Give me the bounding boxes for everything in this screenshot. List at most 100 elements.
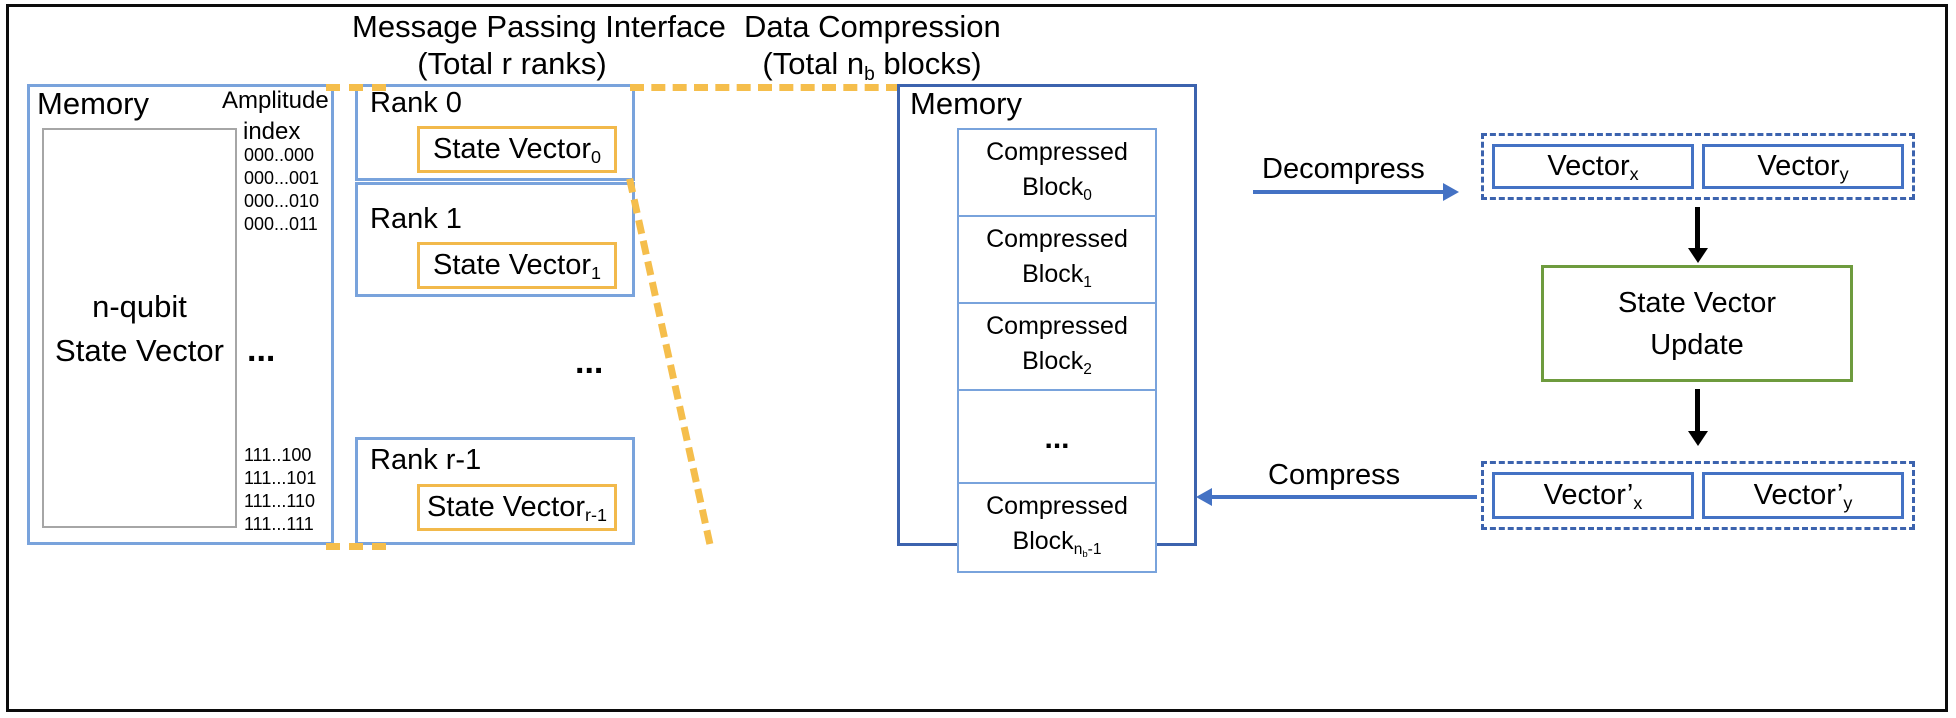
mpi-ranks-ellipsis: ... [575,343,604,381]
decompress-arrow-head [1443,183,1459,201]
compressed-block-label-base: Block [1022,173,1084,201]
state-vector-label-0-base: State Vector [433,133,591,165]
compressed-block-label: Block2 [1022,347,1092,378]
dc-title-post: blocks) [874,46,982,81]
compressed-block-line1: Compressed [986,492,1128,520]
compression-memory-label: Memory [910,86,1022,121]
compressed-block-line1: Compressed [986,225,1128,253]
state-vector-label-1-base: State Vector [433,249,591,281]
orange-dash-top-left [326,84,386,91]
compressed-block-line2: Block2 [959,344,1155,382]
compressed-block-label: Block1 [1022,260,1092,291]
decompress-arrow-line [1253,190,1443,194]
compressed-vector-box-label-0-base: Vector’ [1543,479,1634,511]
dc-title-subscript: b [864,63,875,85]
amplitude-index-item: 111..100 [244,445,312,465]
dc-title-line1: Data Compression [744,9,1001,44]
orange-dash-top-right [630,84,900,91]
amplitude-index-item: 111...111 [244,514,314,534]
decompressed-vector-box-0: Vectorx [1492,144,1694,189]
decompress-label: Decompress [1262,153,1425,185]
left-state-vector-region [42,128,237,528]
state-vector-label-2: State Vectorr-1 [427,491,607,526]
decompressed-vector-box-label-0-base: Vector [1547,150,1630,182]
dc-title-line2: (Total nb blocks) [744,45,1000,87]
state-vector-label-2-base: State Vector [427,491,586,523]
left-memory-ellipsis: ... [247,331,276,369]
n-qubit-state-vector-label: n-qubit State Vector [42,285,237,373]
compressed-vector-box-0: Vector’x [1492,472,1694,519]
compressed-block-base: Block [1012,527,1074,555]
compressed-vector-box-label-1-base: Vector’ [1753,479,1844,511]
compressed-block-ellipsis: ... [957,389,1157,484]
state-vector-update-box: State Vector Update [1541,265,1853,382]
compress-label: Compress [1268,459,1401,491]
compressed-vector-box-label-0: Vector’x [1543,479,1643,514]
left-memory-box [27,84,334,545]
amplitude-index-list-bottom: 111..100 111...101 111...110 111...111 [244,444,316,536]
amplitude-index-item: 000..000 [244,145,315,165]
state-vector-label-1-subscript: 1 [591,263,601,284]
mpi-title-line2: (Total r ranks) [417,46,607,81]
down-arrow-1-head [1688,248,1708,263]
amplitude-index-item: 000...001 [244,168,320,188]
rank-label-r-1: Rank r-1 [370,444,482,476]
update-line1: State Vector [1618,286,1776,319]
state-vector-label-0: State Vector0 [433,133,601,168]
compressed-block-label: Block0 [1022,173,1092,204]
state-vector-label-2-subscript: r-1 [585,505,607,526]
compressed-block-label-base: Block [1022,347,1084,375]
compressed-block-label-subscript: 1 [1083,273,1092,291]
mpi-section-title: Message Passing Interface (Total r ranks… [352,8,726,82]
amplitude-index-item: 111...101 [244,468,317,488]
down-arrow-2-head [1688,431,1708,446]
amplitude-label: Amplitude [222,87,329,114]
compressed-block-label-subscript: 2 [1083,360,1092,378]
amplitude-index-item: 000...010 [244,191,320,211]
down-arrow-1-line [1695,207,1700,250]
compressed-block-line2: Block0 [959,170,1155,208]
left-memory-label: Memory [37,86,149,121]
state-vector-label-0-subscript: 0 [591,147,601,168]
compressed-block-subscript: nb-1 [1073,540,1102,560]
mpi-title-line1: Message Passing Interface [352,9,726,44]
state-vector-box-r-1: State Vectorr-1 [417,484,617,531]
decompressed-vector-box-label-1-subscript: y [1839,164,1849,185]
compressed-vector-box-label-1: Vector’y [1753,479,1853,514]
compressed-vector-box-label-0-subscript: x [1633,493,1643,514]
rank-label-1: Rank 1 [370,203,462,235]
outer-frame [6,4,1948,712]
n-qubit-line2: State Vector [55,333,224,368]
amplitude-index-item: 111...110 [244,491,316,511]
dc-title-pre: (Total n [762,46,865,81]
n-qubit-line1: n-qubit [92,289,187,324]
compressed-vector-box-1: Vector’y [1702,472,1904,519]
amplitude-index-item: 000...011 [244,214,318,234]
index-label: index [243,118,301,145]
orange-dash-bottom-left [326,543,386,550]
decompressed-vector-box-label-1: Vectory [1757,150,1849,185]
decompressed-vector-box-label-0-subscript: x [1629,164,1639,185]
down-arrow-2-line [1695,389,1700,433]
decompressed-vector-box-label-0: Vectorx [1547,150,1639,185]
update-line2: Update [1650,328,1744,361]
compressed-block-label-base: Block [1022,260,1084,288]
compressed-block-line1: Compressed [986,138,1128,166]
rank-label-0: Rank 0 [370,87,462,119]
compressed-block-label-subscript: 0 [1083,186,1092,204]
compress-arrow-line [1212,495,1477,499]
state-vector-box-0: State Vector0 [417,126,617,173]
compress-arrow-head [1196,488,1212,506]
state-vector-label-1: State Vector1 [433,249,601,284]
compressed-vector-box-label-1-subscript: y [1843,493,1853,514]
decompressed-vector-box-label-1-base: Vector [1757,150,1840,182]
amplitude-index-list-top: 000..000 000...001 000...010 000...011 [244,144,319,236]
